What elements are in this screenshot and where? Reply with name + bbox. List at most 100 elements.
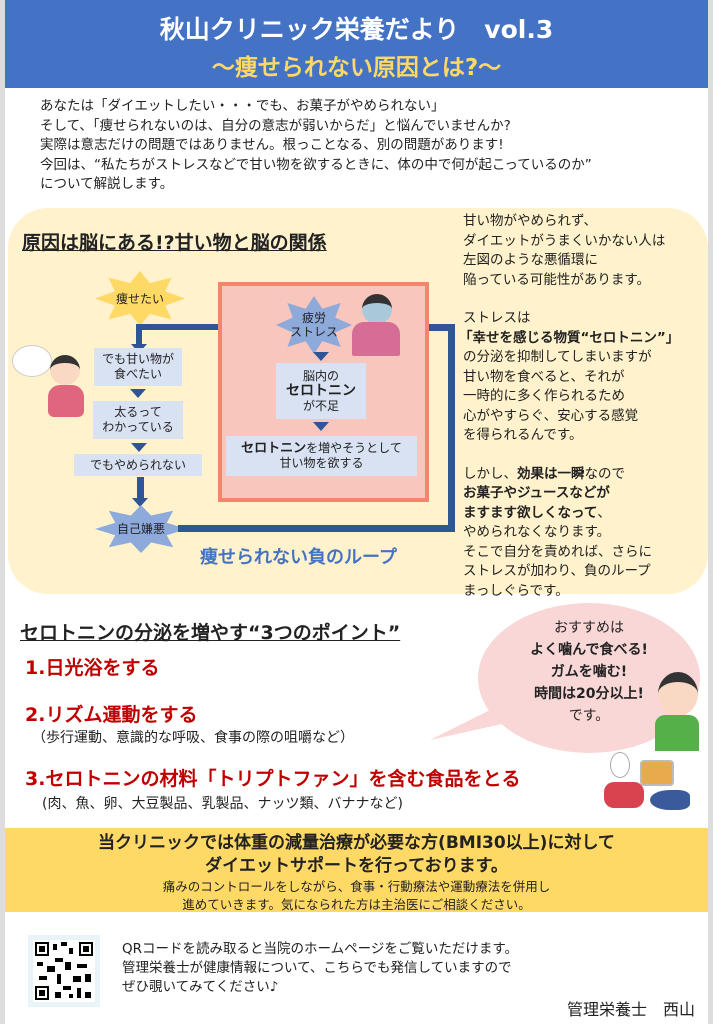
egg-icon (610, 752, 630, 778)
craving-line: 食べたい (113, 367, 162, 381)
explain-text: 、 (597, 504, 611, 521)
explain-line: しかし、効果は一瞬なので (463, 465, 679, 485)
explain-line: そこで自分を責めれば、さらに (463, 543, 652, 560)
intro-line: 今回は、“私たちがストレスなどで甘い物を欲するときに、体の中で何が起こっているの… (40, 156, 592, 173)
arrow-head (130, 389, 146, 398)
explain-line: まっしぐらです。 (463, 582, 569, 599)
explain-line: 左図のような悪循環に (463, 252, 598, 268)
seek-line: セロトニンを増やそうとして (226, 441, 417, 456)
girl-face-icon (50, 355, 80, 385)
lack-line: が不足 (302, 398, 339, 413)
intro-line: あなたは「ダイエットしたい・・・でも、お菓子がやめられない」 (40, 98, 445, 114)
explain-line: 陥っている可能性があります。 (463, 271, 650, 288)
newsletter-title: 秋山クリニック栄養だより vol.3 (159, 15, 554, 44)
header-banner: 秋山クリニック栄養だより vol.3 ～痩せられない原因とは?～ (5, 0, 708, 88)
explain-line: 一時的に多く作られるため (463, 388, 625, 404)
aware-line: 太るって (114, 405, 162, 419)
craving-box: でも甘い物が食べたい (94, 348, 182, 386)
seek-rest: を増やそうとして (306, 441, 402, 455)
aware-box: 太るってわかっている (93, 401, 183, 439)
explain-bold: ますます欲しくなって (463, 504, 598, 521)
explain-line: やめられなくなります。 (463, 524, 611, 540)
explain-line: ストレスが加わり、負のループ (463, 563, 651, 579)
explain-line: 甘い物を食べると、それが (463, 368, 625, 385)
stress-label: 疲労ストレス (290, 311, 338, 339)
lack-line: 脳内の (302, 368, 339, 383)
notice-detail: 進めていきます。気になられた方は主治医にご相談ください。 (182, 897, 531, 912)
cant-stop-box: でもやめられない (74, 454, 202, 476)
section2-title: セロトニンの分泌を増やす“3つのポイント” (20, 622, 401, 644)
arrow-head (131, 443, 147, 452)
notice-headline: ダイエットサポートを行っております。 (205, 856, 508, 876)
explain-text: なので (584, 465, 626, 482)
arrow-head (313, 422, 329, 431)
stressed-woman-face-icon (362, 294, 392, 324)
boy-eating-icon (658, 672, 698, 716)
arrow-shaft (137, 477, 144, 499)
meat-icon (604, 782, 644, 808)
cant-stop-label: でもやめられない (89, 457, 186, 472)
footer-text: QRコードを読み取ると当院のホームページをご覧いただけます。 管理栄養士が健康情… (122, 940, 518, 997)
arrow-head (313, 352, 329, 361)
arrow-shaft (136, 326, 142, 350)
girl-body-icon (48, 385, 84, 417)
loop-connector (136, 324, 220, 330)
intro-line: そして、「痩せられないのは、自分の意志が弱いからだ」と悩んでいませんか? (40, 117, 511, 134)
bubble-line: です。 (568, 708, 610, 724)
bubble-line: よく噛んで食べる! (530, 642, 648, 658)
loop-bottom-line (178, 525, 455, 532)
explain-text: しかし、 (463, 465, 517, 482)
seek-line: 甘い物を欲する (279, 456, 364, 470)
negative-loop-label: 痩せられない負のループ (200, 547, 397, 568)
boy-body-icon (655, 715, 699, 751)
bubble-line: 時間は20分以上! (534, 686, 644, 702)
intro-text: あなたは「ダイエットしたい・・・でも、お菓子がやめられない」 そして、「痩せられ… (40, 97, 592, 195)
explain-bold: 効果は一瞬 (517, 465, 585, 482)
signature: 管理栄養士 西山 (566, 1000, 695, 1019)
point-3-detail: (肉、魚、卵、大豆製品、乳製品、ナッツ類、バナナなど) (42, 796, 403, 812)
intro-line: 実際は意志だけの問題ではありません。根っことなる、別の問題があります! (40, 137, 504, 153)
page-edge-right (708, 0, 713, 1024)
craving-line: でも甘い物が (101, 352, 174, 366)
newsletter-subtitle: ～痩せられない原因とは?～ (211, 55, 502, 81)
explain-line: 甘い物がやめられず、 (463, 213, 598, 229)
loop-right-line (448, 324, 455, 532)
point-2-detail: （歩行運動、意識的な呼吸、食事の際の咀嚼など） (32, 730, 354, 746)
self-hate-label: 自己嫌悪 (116, 522, 165, 536)
stressed-woman-body-icon (352, 322, 400, 356)
explain-line: ますます欲しくなって、 (463, 504, 679, 524)
stress-star: 疲労ストレス (276, 296, 352, 354)
explain-bold: お菓子やジュースなどが (463, 485, 610, 501)
footer-line: ぜひ覗いてみてください♪ (122, 979, 279, 995)
aware-line: わかっている (102, 420, 174, 434)
intro-line: について解説します。 (40, 176, 174, 192)
explain-line: ストレスは (463, 310, 531, 326)
notice-detail: 痛みのコントロールをしながら、食事・行動療法や運動療法を併用し (162, 879, 551, 894)
page-edge-left (0, 0, 5, 1024)
section1-title: 原因は脳にある!?甘い物と脳の関係 (22, 232, 327, 254)
bubble-line: ガムを噛む! (550, 664, 628, 680)
explain-line: ダイエットがうまくいかない人は (463, 232, 666, 249)
explain-line: を得られるんです。 (463, 427, 583, 443)
lack-line: セロトニン (286, 382, 356, 399)
point-2: 2.リズム運動をする (25, 704, 198, 726)
self-hate-star: 自己嫌悪 (95, 505, 187, 553)
point-3: 3.セロトニンの材料「トリプトファン」を含む食品をとる (25, 768, 521, 790)
clinic-notice-band: 当クリニックでは体重の減量治療が必要な方(BMI30以上)に対して ダイエットサ… (5, 828, 708, 912)
notice-headline: 当クリニックでは体重の減量治療が必要な方(BMI30以上)に対して (98, 833, 615, 853)
arrow-head (132, 498, 148, 507)
point-1: 1.日光浴をする (25, 657, 160, 679)
natto-icon (640, 760, 674, 786)
stress-line: 疲労 (301, 311, 326, 325)
explanation-text: 甘い物がやめられず、 ダイエットがうまくいかない人は 左図のような悪循環に 陥っ… (459, 212, 679, 601)
explain-line: の分泌を抑制してしまいますが (463, 349, 652, 365)
bubble-line: おすすめは (554, 620, 624, 636)
explain-bold: 「幸せを感じる物質“セロトニン”」 (459, 329, 680, 346)
seek-bold: セロトニン (241, 441, 307, 456)
footer-line: QRコードを読み取ると当院のホームページをご覧いただけます。 (122, 941, 518, 957)
stress-line: ストレス (289, 325, 338, 339)
footer-line: 管理栄養士が健康情報について、こちらでも発信していますので (122, 960, 512, 976)
qr-code[interactable] (28, 935, 100, 1007)
fish-icon (650, 790, 690, 810)
thought-bubble-sweets-icon (12, 345, 52, 377)
